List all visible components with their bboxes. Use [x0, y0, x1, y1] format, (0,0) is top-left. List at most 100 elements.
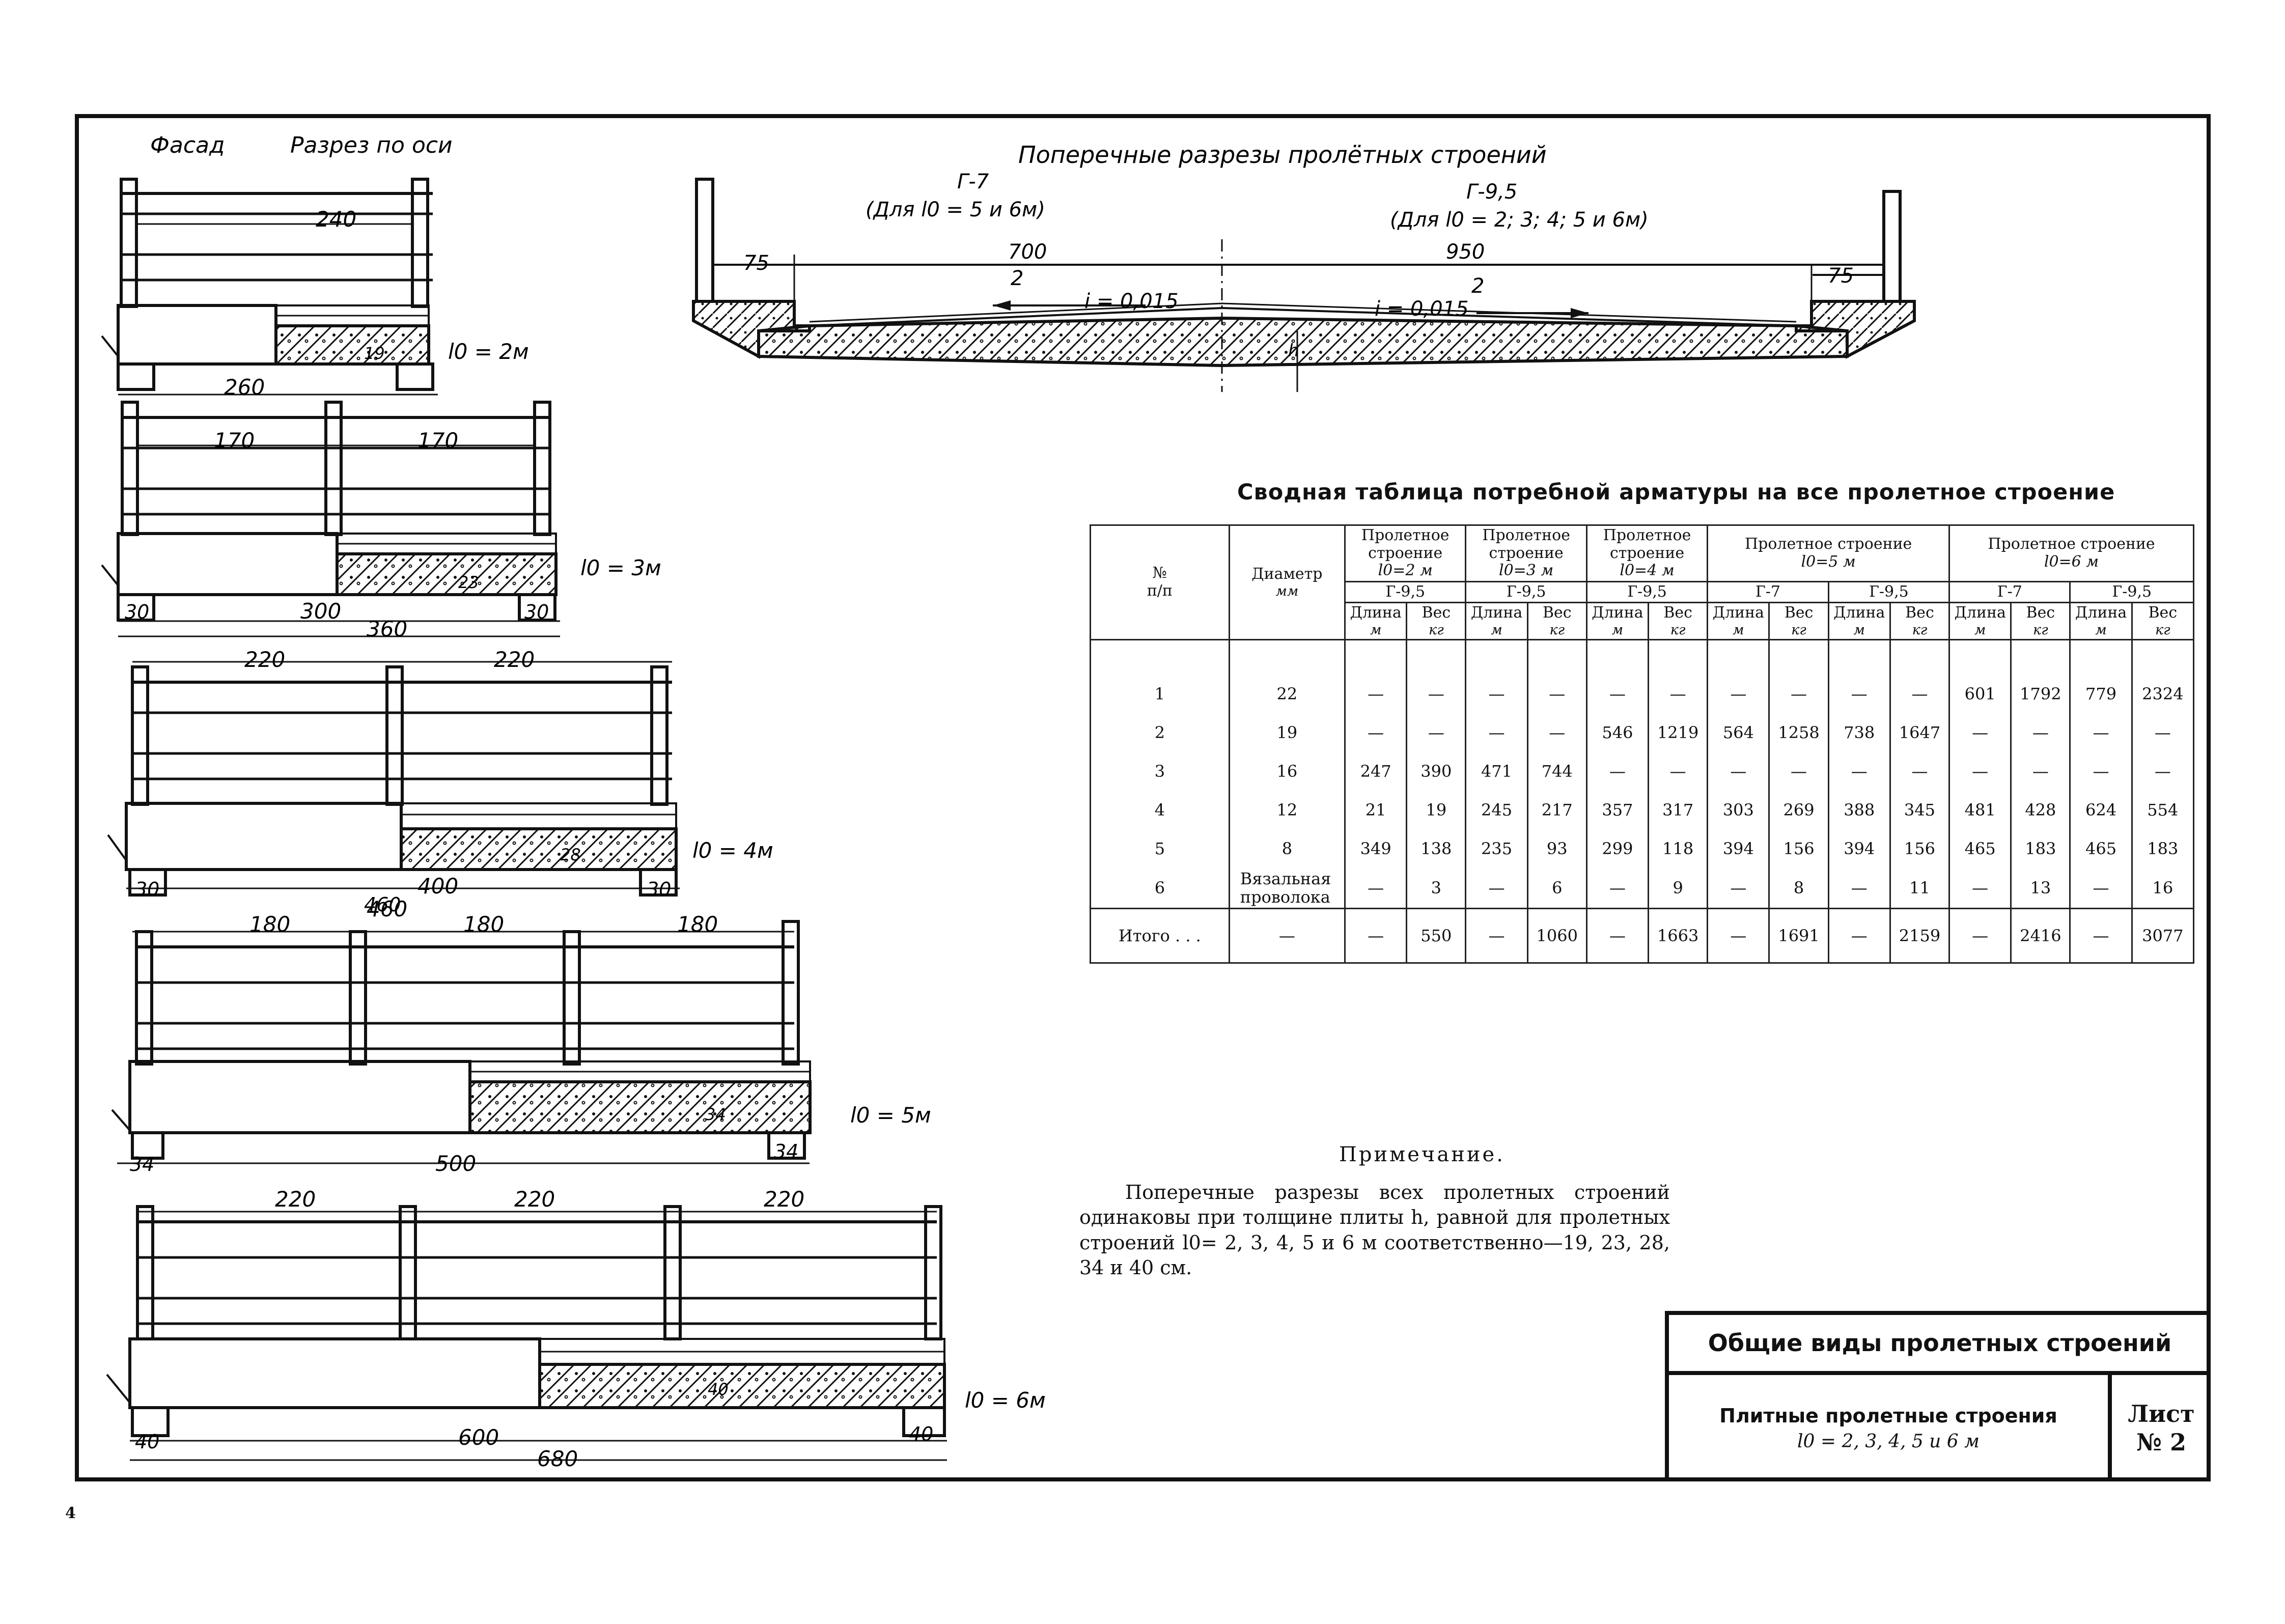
span-type-g7: Г-7 — [957, 170, 989, 193]
cell-length: — — [1585, 639, 1650, 714]
cell-length: — — [1344, 639, 1408, 714]
total-length: — — [1465, 908, 1528, 964]
total-weight: 550 — [1406, 908, 1467, 964]
span-type-g95-note: (Для l0 = 2; 3; 4; 5 и 6м) — [1390, 208, 1649, 232]
cell-length: — — [1827, 752, 1891, 791]
cell-length: 601 — [1948, 639, 2012, 714]
cell-weight: 156 — [1768, 829, 1829, 869]
cell-length: — — [1707, 752, 1770, 791]
cell-length: 465 — [2069, 829, 2133, 869]
cell-weight: 269 — [1768, 791, 1829, 830]
row-diameter: 16 — [1228, 752, 1346, 791]
cell-weight: 1792 — [2010, 639, 2071, 714]
span-5m-thickness: 34 — [705, 1105, 726, 1124]
span-4m-top-dim-1: 220 — [244, 647, 285, 672]
row-number: 3 — [1090, 752, 1230, 791]
span-3m-bottom-dim-3: 30 — [524, 601, 549, 623]
cell-weight: 8 — [1768, 868, 1829, 909]
dim-950-denominator: 2 — [1471, 274, 1484, 298]
header-type: Г-9,5 — [1827, 580, 1950, 603]
cell-weight: — — [1648, 639, 1709, 714]
subtitle-line-2: l0 = 2, 3, 4, 5 и 6 м — [1797, 1431, 1980, 1452]
cell-length: — — [2069, 752, 2133, 791]
cell-weight: — — [1406, 713, 1467, 752]
header-type: Г-9,5 — [1344, 580, 1467, 603]
total-weight: 1060 — [1526, 908, 1587, 964]
span-6m-bottom-dim-3: 40 — [909, 1423, 933, 1445]
span-6m-bottom-dim-2: 600 — [458, 1425, 499, 1450]
span-2m-bottom-dim: 260 — [224, 375, 265, 400]
cell-weight: 156 — [1889, 829, 1950, 869]
cross-sections-title: Поперечные разрезы пролётных строений — [1018, 141, 1547, 169]
span-5m-top-dim-2: 180 — [463, 912, 504, 937]
total-weight: 3077 — [2131, 908, 2195, 964]
cell-length: — — [1948, 713, 2012, 752]
slope-right: i = 0,015 — [1375, 297, 1469, 321]
table-title: Сводная таблица потребной арматуры на вс… — [1237, 480, 2115, 505]
cell-weight: 317 — [1648, 791, 1709, 830]
cell-length: 247 — [1344, 752, 1408, 791]
cell-weight: 1219 — [1648, 713, 1709, 752]
cell-weight: 744 — [1526, 752, 1587, 791]
cell-length: 471 — [1465, 752, 1528, 791]
cell-length: 349 — [1344, 829, 1408, 869]
span-5m-bottom-dim-1: 34 — [130, 1153, 154, 1175]
cell-weight: 11 — [1889, 868, 1950, 909]
total-weight: 1691 — [1768, 908, 1829, 964]
cell-length: 21 — [1344, 791, 1408, 830]
span-3m-top-dim-2: 170 — [417, 428, 458, 453]
total-weight: 2416 — [2010, 908, 2071, 964]
cell-weight: 9 — [1648, 868, 1709, 909]
cell-weight: — — [1526, 713, 1587, 752]
span-drawing-5m — [111, 920, 812, 1164]
span-5m-bottom-dim-3: 34 — [774, 1140, 798, 1163]
cell-weight: 1647 — [1889, 713, 1950, 752]
note-title: Примечание. — [1339, 1143, 1505, 1166]
cell-length: 299 — [1585, 829, 1650, 869]
cell-weight: 16 — [2131, 868, 2195, 909]
row-number: 4 — [1090, 791, 1230, 830]
cell-weight: 217 — [1526, 791, 1587, 830]
cell-length: — — [1344, 713, 1408, 752]
cell-weight: 138 — [1406, 829, 1467, 869]
cell-length: 357 — [1585, 791, 1650, 830]
sheet-number: № 2 — [2136, 1428, 2187, 1456]
span-6m-bottom-dim-1: 40 — [135, 1431, 159, 1453]
cell-length: — — [2069, 868, 2133, 909]
cell-length: — — [1827, 639, 1891, 714]
span-3m-top-dim-1: 170 — [214, 428, 255, 453]
header-type: Г-7 — [1948, 580, 2071, 603]
cell-length: 394 — [1827, 829, 1891, 869]
total-length: — — [2069, 908, 2133, 964]
cell-weight: 93 — [1526, 829, 1587, 869]
cell-length: 235 — [1465, 829, 1528, 869]
span-5m-bottom-dim-2: 500 — [435, 1151, 476, 1176]
cell-length: 564 — [1707, 713, 1770, 752]
cell-weight: 183 — [2131, 829, 2195, 869]
row-number: 5 — [1090, 829, 1230, 869]
slope-left: i = 0,015 — [1084, 290, 1179, 313]
cell-weight: — — [1889, 752, 1950, 791]
header-type: Г-9,5 — [1465, 580, 1587, 603]
span-3m-bottom-dim-4: 360 — [367, 617, 407, 641]
cell-weight: — — [2131, 752, 2195, 791]
cell-length: — — [1948, 752, 2012, 791]
cell-length: 624 — [2069, 791, 2133, 830]
